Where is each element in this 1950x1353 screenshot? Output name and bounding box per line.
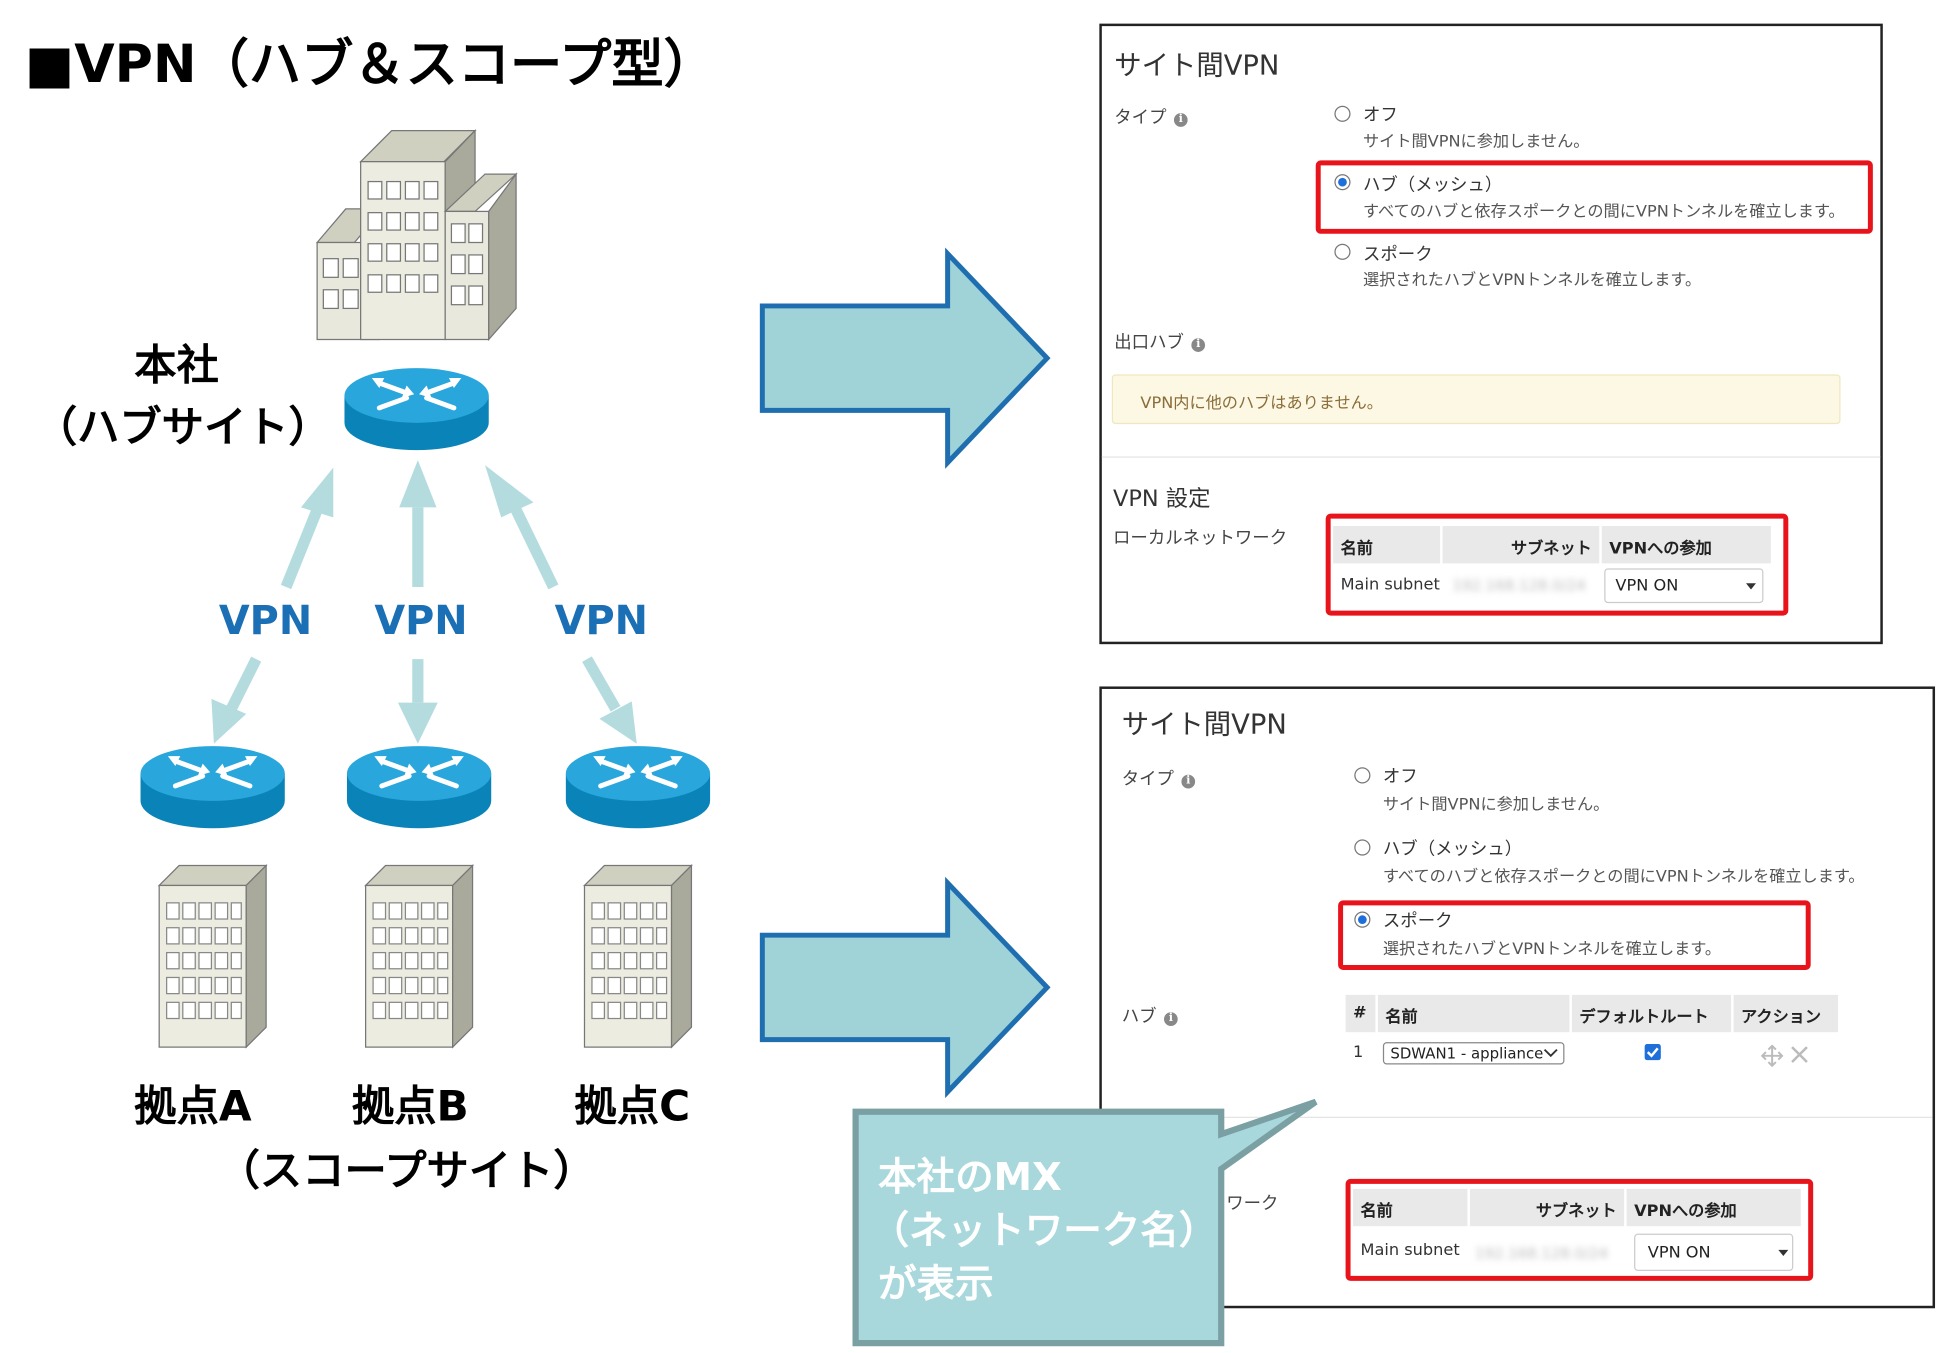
vpn-label-a: VPN bbox=[218, 596, 313, 645]
local-network-label-partial: ワーク bbox=[1226, 1193, 1279, 1214]
diagram-title: ■VPN（ハブ＆スコープ型） bbox=[24, 33, 716, 95]
option-spoke-label: スポーク bbox=[1382, 911, 1453, 932]
branch-a-label: 拠点A bbox=[134, 1081, 252, 1132]
option-spoke-label: スポーク bbox=[1362, 244, 1433, 265]
branch-c-label: 拠点C bbox=[574, 1081, 691, 1132]
option-off-label: オフ bbox=[1382, 767, 1418, 788]
hq-router-icon bbox=[344, 368, 489, 451]
callout-box bbox=[852, 1098, 1318, 1347]
hq-sublabel: （ハブサイト） bbox=[34, 402, 331, 453]
right-arrow-bottom-icon bbox=[759, 876, 1051, 1099]
radio-off[interactable] bbox=[1334, 105, 1351, 122]
branch-caption: （スコープサイト） bbox=[217, 1146, 596, 1197]
radio-hub[interactable] bbox=[1354, 839, 1371, 856]
radio-spoke[interactable] bbox=[1334, 243, 1351, 260]
hub-select[interactable]: SDWAN1 - appliance bbox=[1382, 1042, 1565, 1065]
caret-down-icon bbox=[1746, 583, 1756, 590]
col-vpn-participation: VPNへの参加 bbox=[1601, 526, 1771, 564]
section-divider bbox=[1101, 1116, 1933, 1118]
chevron-down-icon bbox=[1543, 1048, 1558, 1058]
option-hub-desc: すべてのハブと依存スポークとの間にVPNトンネルを確立します。 bbox=[1382, 868, 1865, 887]
radio-hub[interactable] bbox=[1334, 174, 1351, 191]
col-default-route: デフォルトルート bbox=[1571, 994, 1732, 1033]
row-subnet: 192.168.128.0/24 bbox=[1452, 577, 1586, 595]
branch-b-router-icon bbox=[346, 746, 492, 829]
highlight-spoke-option bbox=[1338, 900, 1811, 971]
info-icon[interactable]: i bbox=[1181, 774, 1196, 789]
col-name: 名前 bbox=[1333, 526, 1441, 564]
info-icon[interactable]: i bbox=[1173, 113, 1188, 127]
info-icon[interactable]: i bbox=[1164, 1012, 1178, 1026]
branch-a-router-icon bbox=[140, 746, 285, 829]
col-name: 名前 bbox=[1353, 1188, 1468, 1227]
vpn-label-c: VPN bbox=[554, 596, 648, 645]
option-hub-label: ハブ（メッシュ） bbox=[1362, 175, 1503, 196]
vpn-participation-select[interactable]: VPN ON bbox=[1634, 1233, 1794, 1271]
vpn-label-b: VPN bbox=[374, 596, 468, 645]
radio-spoke[interactable] bbox=[1354, 911, 1371, 928]
vpn-participation-select[interactable]: VPN ON bbox=[1604, 568, 1764, 604]
option-hub-label: ハブ（メッシュ） bbox=[1382, 839, 1523, 860]
no-other-hubs-notice: VPN内に他のハブはありません。 bbox=[1111, 374, 1841, 425]
highlight-local-network bbox=[1325, 513, 1789, 616]
branch-c-building-icon bbox=[582, 864, 693, 1049]
option-hub-desc: すべてのハブと依存スポークとの間にVPNトンネルを確立します。 bbox=[1362, 202, 1845, 222]
branch-a-building-icon bbox=[157, 864, 268, 1049]
hub-row-index: 1 bbox=[1353, 1043, 1364, 1063]
row-name: Main subnet bbox=[1360, 1241, 1460, 1260]
section-divider bbox=[1101, 456, 1881, 458]
info-icon[interactable]: i bbox=[1191, 338, 1206, 352]
branch-b-label: 拠点B bbox=[351, 1081, 469, 1132]
right-arrow-top-icon bbox=[759, 247, 1051, 469]
option-off-desc: サイト間VPNに参加しません。 bbox=[1362, 133, 1590, 152]
callout-line-1: 本社のMX bbox=[877, 1155, 1062, 1201]
branch-b-building-icon bbox=[364, 864, 475, 1049]
callout-line-3: が表示 bbox=[877, 1262, 994, 1308]
vpn-settings-title: VPN 設定 bbox=[1113, 486, 1211, 513]
callout-line-2: （ネットワーク名） bbox=[870, 1208, 1218, 1254]
branch-c-router-icon bbox=[565, 746, 711, 829]
highlight-hub-option bbox=[1315, 160, 1873, 234]
option-spoke-desc: 選択されたハブとVPNトンネルを確立します。 bbox=[1382, 940, 1722, 959]
vpn-links bbox=[211, 460, 637, 744]
highlight-local-network bbox=[1345, 1178, 1814, 1281]
row-name: Main subnet bbox=[1340, 575, 1440, 595]
move-icon[interactable] bbox=[1760, 1044, 1784, 1068]
col-subnet: サブネット bbox=[1442, 526, 1600, 564]
col-action: アクション bbox=[1733, 994, 1839, 1033]
default-route-checkbox[interactable] bbox=[1644, 1043, 1661, 1061]
hq-label: 本社 bbox=[134, 340, 219, 391]
col-index: # bbox=[1345, 994, 1376, 1033]
col-subnet: サブネット bbox=[1469, 1188, 1625, 1227]
col-vpn-participation: VPNへの参加 bbox=[1626, 1188, 1801, 1227]
option-spoke-desc: 選択されたハブとVPNトンネルを確立します。 bbox=[1362, 271, 1702, 290]
remove-icon[interactable] bbox=[1791, 1046, 1808, 1063]
option-off-label: オフ bbox=[1362, 105, 1398, 126]
caret-down-icon bbox=[1778, 1249, 1789, 1257]
row-subnet: 192.168.128.0/24 bbox=[1474, 1244, 1609, 1263]
option-off-desc: サイト間VPNに参加しません。 bbox=[1382, 795, 1610, 815]
local-network-label: ローカルネットワーク bbox=[1113, 528, 1288, 549]
panel-title: サイト間VPN bbox=[1114, 50, 1280, 83]
hq-building-icon bbox=[315, 129, 518, 342]
radio-off[interactable] bbox=[1354, 767, 1371, 784]
col-name: 名前 bbox=[1377, 994, 1570, 1033]
panel-title: サイト間VPN bbox=[1121, 710, 1287, 742]
